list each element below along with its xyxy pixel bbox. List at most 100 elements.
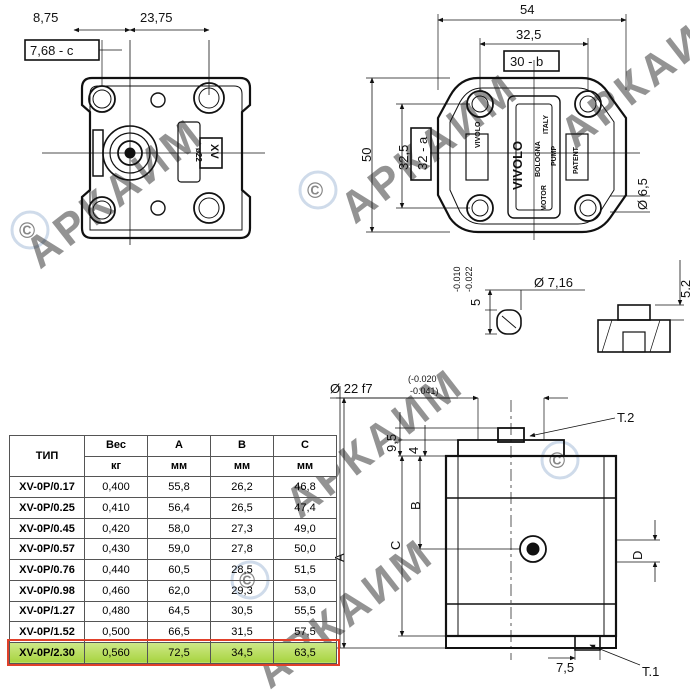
cell-b: 34,5 bbox=[210, 641, 274, 664]
cell-weight: 0,410 bbox=[84, 497, 148, 519]
cell-c: 63,5 bbox=[273, 641, 337, 664]
cell-weight: 0,560 bbox=[84, 641, 148, 664]
cell-type: XV-0P/0.76 bbox=[9, 559, 85, 581]
dim-7-68-c: 7,68 - c bbox=[30, 43, 74, 58]
cell-b: 31,5 bbox=[210, 621, 274, 643]
housing-marking: BOLOGNA bbox=[535, 141, 542, 177]
cell-b: 29,3 bbox=[210, 579, 274, 602]
housing-marking: VIVOLO bbox=[510, 141, 525, 190]
dim-9-5: 9,5 bbox=[384, 434, 399, 452]
dim-30-b: 30 - b bbox=[510, 54, 543, 69]
tol-lower: -0.022 bbox=[464, 266, 474, 292]
table-header-row: ТИП Вес A B C bbox=[9, 434, 337, 478]
dim-A: A bbox=[332, 553, 347, 562]
tol-shaft-upper: (-0.020 bbox=[408, 374, 437, 384]
cell-weight: 0,420 bbox=[84, 517, 148, 540]
dim-5-2: 5,2 bbox=[678, 280, 690, 298]
dim-4: 4 bbox=[406, 447, 421, 454]
dim-5: 5 bbox=[468, 299, 483, 306]
cell-type: XV-0P/0.17 bbox=[9, 476, 85, 499]
cell-b: 26,5 bbox=[210, 497, 274, 519]
dim-dia-22-f7: Ø 22 f7 bbox=[330, 381, 373, 396]
table-units-row: кг мм мм мм bbox=[10, 455, 337, 478]
col-header-c: C bbox=[273, 435, 337, 457]
cell-c: 55,5 bbox=[273, 600, 337, 623]
cell-b: 27,3 bbox=[210, 517, 274, 540]
housing-marking: XV bbox=[208, 144, 220, 159]
svg-text:©: © bbox=[19, 218, 35, 243]
dim-23-75: 23,75 bbox=[140, 10, 173, 25]
flange-view bbox=[366, 14, 650, 240]
cell-type: XV-0P/0.98 bbox=[9, 579, 85, 602]
svg-text:©: © bbox=[549, 448, 565, 473]
cell-a: 55,8 bbox=[147, 476, 211, 499]
cell-c: 51,5 bbox=[273, 559, 337, 581]
dim-D: D bbox=[630, 551, 645, 560]
watermark-text: АРКАИМ bbox=[16, 109, 213, 278]
dim-B: B bbox=[408, 501, 423, 510]
cell-type: XV-0P/0.57 bbox=[9, 538, 85, 561]
cell-a: 72,5 bbox=[147, 641, 211, 664]
cell-c: 46,8 bbox=[273, 476, 337, 499]
cell-weight: 0,400 bbox=[84, 476, 148, 499]
callout-t2: T.2 bbox=[617, 410, 634, 425]
cell-b: 30,5 bbox=[210, 600, 274, 623]
housing-marking: PATENT bbox=[573, 146, 580, 174]
dim-C: C bbox=[388, 541, 403, 550]
side-view bbox=[330, 386, 660, 666]
cell-a: 59,0 bbox=[147, 538, 211, 561]
svg-text:©: © bbox=[307, 178, 323, 203]
dim-54: 54 bbox=[520, 2, 534, 17]
tol-upper: -0.010 bbox=[452, 266, 462, 292]
unit-c: мм bbox=[273, 455, 337, 478]
housing-marking: ITALY bbox=[543, 115, 550, 134]
dim-32-5-horizontal: 32,5 bbox=[516, 27, 541, 42]
callout-t1: T.1 bbox=[642, 664, 659, 679]
cell-type: XV-0P/0.45 bbox=[9, 517, 85, 540]
col-header-b: B bbox=[210, 435, 274, 457]
housing-marking: VIVOLO bbox=[475, 121, 482, 148]
cell-a: 62,0 bbox=[147, 579, 211, 602]
cell-a: 56,4 bbox=[147, 497, 211, 519]
unit-a: мм bbox=[147, 455, 211, 478]
col-header-a: A bbox=[147, 435, 211, 457]
cell-c: 49,0 bbox=[273, 517, 337, 540]
unit-b: мм bbox=[210, 455, 274, 478]
cell-weight: 0,440 bbox=[84, 559, 148, 581]
cell-type: XV-0P/2.30 bbox=[9, 641, 85, 664]
tol-shaft-lower: -0.041) bbox=[410, 386, 439, 396]
cell-weight: 0,500 bbox=[84, 621, 148, 643]
housing-marking: PUMP bbox=[551, 145, 558, 166]
cell-b: 26,2 bbox=[210, 476, 274, 499]
cell-c: 47,4 bbox=[273, 497, 337, 519]
dim-32-a: 32 - a bbox=[415, 136, 430, 170]
key-detail bbox=[485, 260, 684, 353]
dim-8-75: 8,75 bbox=[33, 10, 58, 25]
housing-marking: ø22 bbox=[194, 148, 203, 162]
cell-b: 27,8 bbox=[210, 538, 274, 561]
dim-32-5-vertical: 32,5 bbox=[396, 145, 411, 170]
cell-weight: 0,480 bbox=[84, 600, 148, 623]
cell-weight: 0,460 bbox=[84, 579, 148, 602]
col-header-weight: Вес bbox=[84, 435, 148, 457]
cell-type: XV-0P/1.52 bbox=[9, 621, 85, 643]
housing-markings: VIVOLO BOLOGNA ITALY MOTOR PUMP PATENT V… bbox=[475, 115, 580, 211]
cell-weight: 0,430 bbox=[84, 538, 148, 561]
dim-dia-7-16: Ø 7,16 bbox=[534, 275, 573, 290]
unit-weight: кг bbox=[84, 455, 148, 478]
cell-c: 50,0 bbox=[273, 538, 337, 561]
front-view bbox=[24, 27, 265, 245]
cell-c: 57,5 bbox=[273, 621, 337, 643]
col-header-type: ТИП bbox=[9, 434, 85, 478]
cell-b: 28,5 bbox=[210, 559, 274, 581]
